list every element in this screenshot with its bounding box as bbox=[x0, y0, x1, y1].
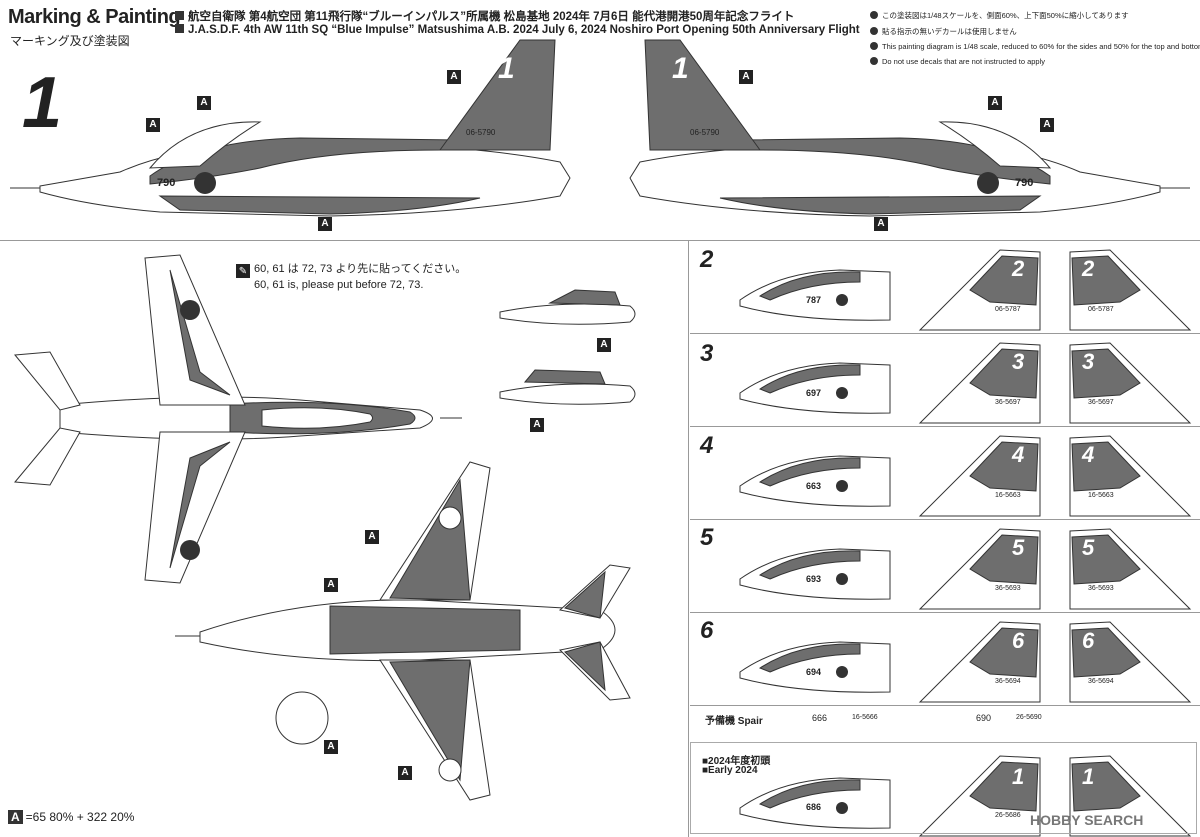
variant-4-tail-l: 4 bbox=[1012, 442, 1025, 467]
side-code-right: 790 bbox=[1015, 177, 1034, 189]
variant-5-serial-r: 36-5693 bbox=[1088, 585, 1114, 592]
callout-a: A bbox=[146, 118, 160, 132]
early-tail-l: 1 bbox=[1012, 764, 1025, 789]
variant-2-serial-r: 06-5787 bbox=[1088, 306, 1114, 313]
legend-text: =65 80% + 322 20% bbox=[25, 810, 135, 824]
variant-5-code: 693 bbox=[806, 574, 822, 584]
variant-3-serial-l: 36-5697 bbox=[995, 399, 1021, 406]
variant-6-number: 6 bbox=[700, 617, 714, 644]
early-label-jp: ■2024年度初頭 bbox=[702, 756, 771, 767]
spare-item: 690 bbox=[976, 713, 992, 723]
variant-4-code: 663 bbox=[806, 481, 822, 491]
variant-5-number: 5 bbox=[700, 524, 714, 551]
callout-a: A bbox=[197, 96, 211, 110]
variant-3-code: 697 bbox=[806, 388, 822, 398]
variant-2-serial-l: 06-5787 bbox=[995, 306, 1021, 313]
variant-6-code: 694 bbox=[806, 667, 822, 677]
variant-6-serial-l: 36-5694 bbox=[995, 678, 1021, 685]
variant-4-serial-l: 16-5663 bbox=[995, 492, 1021, 499]
callout-a: A bbox=[324, 740, 338, 754]
variant-2-code: 787 bbox=[806, 295, 822, 305]
variant-5-tail-r: 5 bbox=[1082, 535, 1095, 560]
page-title: Marking & Painting bbox=[8, 6, 181, 28]
header-line-en: J.A.S.D.F. 4th AW 11th SQ “Blue Impulse”… bbox=[175, 24, 860, 36]
callout-a: A bbox=[1040, 118, 1054, 132]
spare-item: 666 bbox=[812, 713, 828, 723]
page-subtitle: マーキング及び塗装図 bbox=[10, 34, 130, 48]
callout-a: A bbox=[988, 96, 1002, 110]
note-4: Do not use decals that are not instructe… bbox=[870, 57, 1045, 66]
tail-serial-left: 06-5790 bbox=[466, 128, 496, 137]
header-line-jp: 航空自衛隊 第4航空団 第11飛行隊“ブルーインパルス”所属機 松島基地 202… bbox=[175, 8, 794, 24]
variant-3-number: 3 bbox=[700, 340, 714, 367]
variant-3-tail-r: 3 bbox=[1082, 349, 1095, 374]
note-2: 貼る指示の無いデカールは使用しません bbox=[870, 26, 1017, 37]
callout-a: A bbox=[398, 766, 412, 780]
variant-2-number: 2 bbox=[700, 246, 714, 273]
paint-legend: A=65 80% + 322 20% bbox=[8, 810, 134, 824]
note-3: This painting diagram is 1/48 scale, red… bbox=[870, 42, 1200, 51]
note-1: この塗装図は1/48スケールを、側面60%、上下面50%に縮小してあります bbox=[870, 10, 1129, 21]
big-number: 1 bbox=[22, 63, 63, 143]
callout-a: A bbox=[318, 217, 332, 231]
watermark: HOBBY SEARCH bbox=[1030, 812, 1144, 828]
callout-a: A bbox=[447, 70, 461, 84]
spare-item: 26-5690 bbox=[1016, 714, 1042, 721]
variant-rows bbox=[739, 249, 1192, 837]
drop-tanks bbox=[499, 289, 636, 405]
variant-4-tail-r: 4 bbox=[1082, 442, 1095, 467]
variant-6-tail-r: 6 bbox=[1082, 628, 1095, 653]
spare-item: 16-5666 bbox=[852, 714, 878, 721]
tail-number-left: 1 bbox=[498, 52, 515, 85]
variant-2-tail-l: 2 bbox=[1012, 256, 1025, 281]
callout-a: A bbox=[365, 530, 379, 544]
early-serial-l: 26-5686 bbox=[995, 812, 1021, 819]
decal-order-instruction: ✎60, 61 は 72, 73 より先に貼ってください。 60, 61 is,… bbox=[236, 262, 466, 293]
variant-4-number: 4 bbox=[700, 432, 714, 459]
callout-a: A bbox=[324, 578, 338, 592]
callout-a: A bbox=[739, 70, 753, 84]
bottom-view bbox=[175, 461, 631, 801]
spare-label: 予備機 Spair bbox=[705, 716, 763, 727]
left-side-view bbox=[10, 39, 571, 217]
legend-box-a: A bbox=[8, 810, 23, 824]
variant-2-tail-r: 2 bbox=[1082, 256, 1095, 281]
callout-a: A bbox=[530, 418, 544, 432]
variant-3-tail-l: 3 bbox=[1012, 349, 1025, 374]
callout-a: A bbox=[874, 217, 888, 231]
variant-3-serial-r: 36-5697 bbox=[1088, 399, 1114, 406]
tail-serial-right: 06-5790 bbox=[690, 128, 720, 137]
side-code-left: 790 bbox=[157, 177, 176, 189]
variant-4-serial-r: 16-5663 bbox=[1088, 492, 1114, 499]
variant-5-serial-l: 36-5693 bbox=[995, 585, 1021, 592]
variant-5-tail-l: 5 bbox=[1012, 535, 1025, 560]
early-2024-box bbox=[690, 742, 1197, 834]
top-view bbox=[14, 254, 462, 584]
right-side-view bbox=[629, 39, 1190, 217]
variant-6-serial-r: 36-5694 bbox=[1088, 678, 1114, 685]
variant-6-tail-l: 6 bbox=[1012, 628, 1025, 653]
early-code: 686 bbox=[806, 802, 822, 812]
early-label-en: ■Early 2024 bbox=[702, 765, 758, 776]
callout-a: A bbox=[597, 338, 611, 352]
pin-icon: ✎ bbox=[236, 264, 250, 278]
tail-number-right: 1 bbox=[672, 52, 689, 85]
early-tail-r: 1 bbox=[1082, 764, 1095, 789]
